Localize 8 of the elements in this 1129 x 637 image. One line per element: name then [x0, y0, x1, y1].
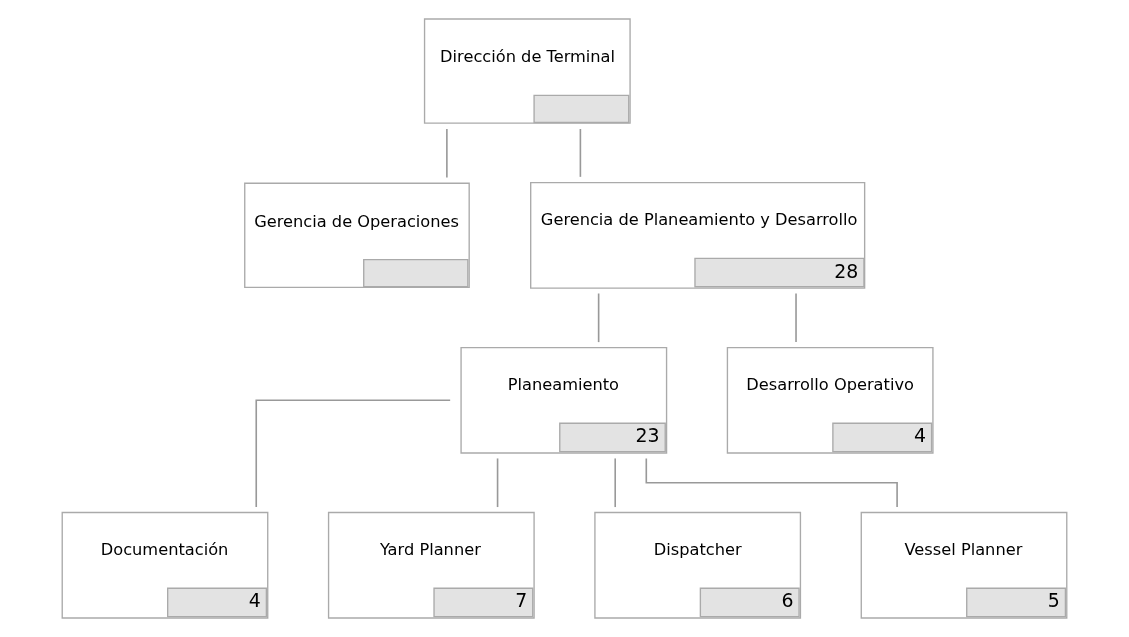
connector [645, 457, 898, 508]
connector [446, 128, 448, 179]
connector [579, 128, 582, 178]
connector [255, 399, 451, 508]
connector [496, 457, 499, 508]
connector [597, 292, 600, 343]
connector [795, 292, 797, 343]
connector [614, 457, 616, 508]
